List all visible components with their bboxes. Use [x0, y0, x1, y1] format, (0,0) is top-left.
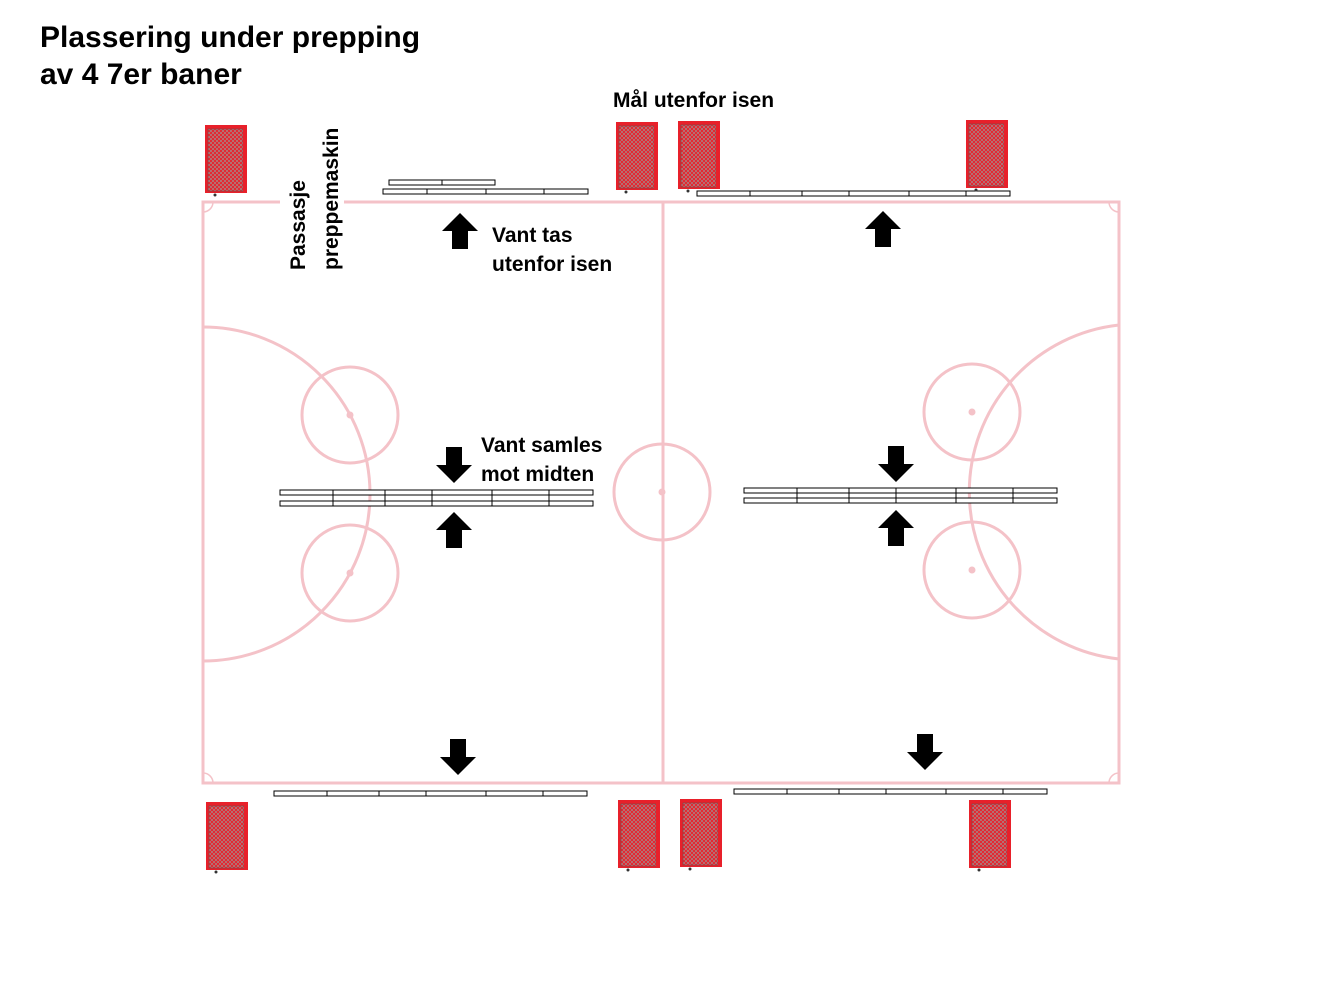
board-section [273, 790, 588, 797]
arrow-up-icon [878, 510, 914, 546]
corner-mark [1108, 772, 1120, 784]
hockey-goal-icon [677, 120, 721, 193]
right-upper-dot [968, 408, 976, 416]
right-lower-circle [922, 520, 1022, 620]
boards [273, 179, 1058, 797]
board-section [696, 190, 1011, 197]
corner-mark [202, 201, 214, 213]
arrow-down-icon [878, 446, 914, 482]
board-section [279, 489, 594, 496]
hockey-goal-icon [205, 801, 249, 874]
ice-rink [201, 200, 1121, 785]
rink-outline [201, 200, 1121, 785]
left-upper-dot [346, 411, 354, 419]
right-upper-circle [922, 362, 1022, 462]
passage-gap [280, 198, 344, 206]
left-lower-circle [300, 523, 400, 623]
arrow-down-icon [440, 739, 476, 775]
left-upper-circle [300, 365, 400, 465]
arrow-up-icon [436, 512, 472, 548]
board-section [743, 487, 1058, 494]
center-circle [612, 442, 712, 542]
arrow-down-icon [907, 734, 943, 770]
hockey-goal-icon [615, 121, 659, 194]
label-goals-outside: Mål utenfor isen [613, 89, 774, 112]
label-boards-gathered-line1: Vant samles [481, 434, 602, 457]
corner-mark [1108, 201, 1120, 213]
board-section [733, 788, 1048, 795]
hockey-goal-icon [968, 799, 1012, 872]
arrow-down-icon [436, 447, 472, 483]
board-section [279, 500, 594, 507]
hockey-goal-icon [617, 799, 661, 872]
label-passage-line1: Passasje [287, 180, 310, 270]
right-lower-dot [968, 566, 976, 574]
board-section [743, 497, 1058, 504]
label-boards-removed-line2: utenfor isen [492, 253, 612, 276]
hockey-goal-icon [965, 119, 1009, 192]
corner-mark [202, 772, 214, 784]
arrow-up-icon [442, 213, 478, 249]
label-boards-removed-line1: Vant tas [492, 224, 573, 247]
left-lower-dot [346, 569, 354, 577]
hockey-goal-icon [679, 798, 723, 871]
page-title-line2: av 4 7er baner [40, 58, 242, 91]
center-dot [658, 488, 666, 496]
page-title-line1: Plassering under prepping [40, 21, 420, 54]
hockey-goal-icon [204, 124, 248, 197]
label-passage-line2: preppemaskin [320, 128, 343, 270]
label-boards-gathered-line2: mot midten [481, 463, 594, 486]
arrow-up-icon [865, 211, 901, 247]
